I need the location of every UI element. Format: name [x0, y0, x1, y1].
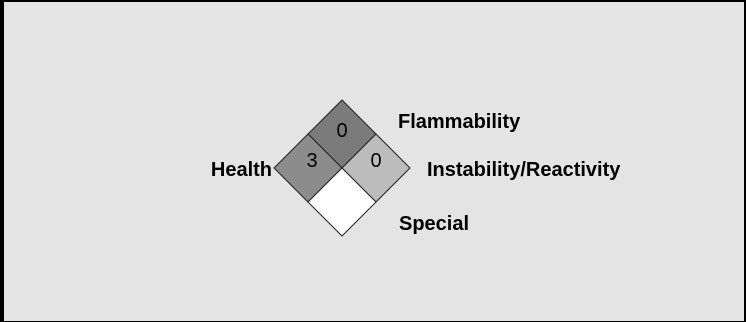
special-quadrant [307, 167, 377, 237]
health-value: 3 [306, 150, 317, 172]
health-label: Health [211, 159, 272, 181]
instability-value: 0 [370, 150, 381, 172]
special-label: Special [399, 213, 469, 235]
flammability-label: Flammability [398, 111, 521, 133]
instability-label: Instability/Reactivity [427, 159, 621, 181]
flammability-value: 0 [336, 120, 347, 142]
